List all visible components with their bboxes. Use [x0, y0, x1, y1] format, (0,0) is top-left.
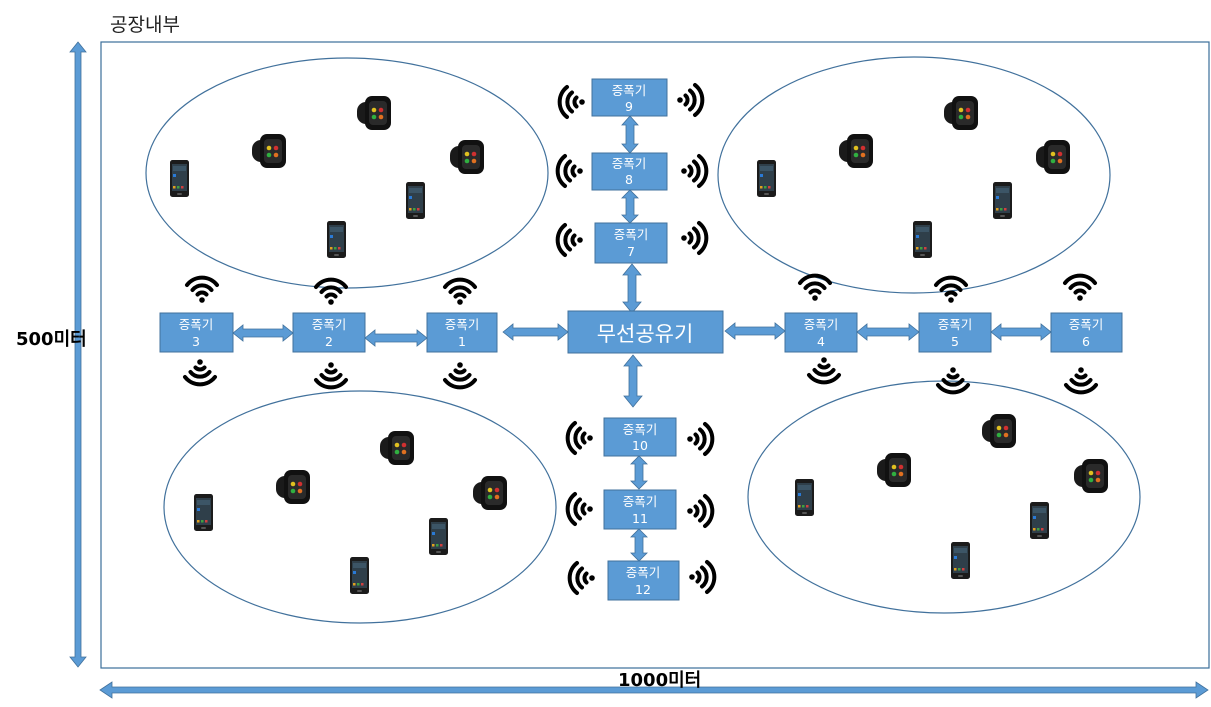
wifi-signal-icon	[183, 357, 217, 387]
wifi-signal-icon	[934, 275, 968, 305]
repeater-title: 증폭기	[1069, 317, 1104, 332]
smartwatch-icon	[252, 134, 286, 168]
wifi-signal-icon	[679, 221, 709, 255]
smartphone-icon	[327, 221, 346, 258]
repeater-number: 3	[192, 334, 200, 349]
repeater-title: 증폭기	[804, 317, 839, 332]
wifi-signal-icon	[1063, 273, 1097, 303]
wireless-router-label: 무선공유기	[597, 322, 694, 346]
repeater-number: 4	[817, 334, 825, 349]
link-arrows	[232, 115, 1052, 562]
smartwatch-icon	[944, 96, 978, 130]
repeater-title: 증폭기	[445, 317, 480, 332]
zone-top-left	[145, 57, 549, 289]
smartwatch-icon	[1036, 140, 1070, 174]
factory-boundary	[100, 41, 1210, 669]
smartphone-icon	[757, 160, 776, 197]
wifi-signal-icon	[555, 223, 585, 257]
repeater-number: 11	[632, 511, 648, 526]
wifi-signal-icon	[555, 154, 585, 188]
wifi-signal-icon	[936, 365, 970, 395]
smartphone-icon	[194, 494, 213, 531]
wifi-signal-icon	[565, 492, 595, 526]
smartphone-icon	[350, 557, 369, 594]
repeater-number: 8	[625, 172, 633, 187]
width-dimension-arrow	[99, 681, 1209, 699]
smartwatch-icon	[839, 134, 873, 168]
repeater-title: 증폭기	[612, 83, 647, 98]
repeater-number: 5	[951, 334, 959, 349]
repeater-7: 증폭기 7	[594, 222, 668, 264]
repeater-number: 6	[1082, 334, 1090, 349]
wifi-signal-icon	[685, 494, 715, 528]
smartwatch-icon	[473, 476, 507, 510]
smartwatch-icon	[450, 140, 484, 174]
smartphone-icon	[429, 518, 448, 555]
repeater-10: 증폭기 10	[603, 417, 677, 457]
wifi-signal-icon	[685, 422, 715, 456]
smartphone-icon	[406, 182, 425, 219]
wifi-signal-icon	[185, 275, 219, 305]
repeater-12: 증폭기 12	[607, 560, 680, 601]
repeater-4: 증폭기 4	[784, 312, 858, 353]
smartwatch-icon	[982, 414, 1016, 448]
smartwatch-icon	[877, 453, 911, 487]
repeater-title: 증폭기	[179, 317, 214, 332]
smartwatch-icon	[357, 96, 391, 130]
wifi-signal-icon	[679, 154, 709, 188]
wifi-signal-icon	[807, 355, 841, 385]
wifi-signal-icon	[443, 360, 477, 390]
repeater-number: 12	[635, 582, 651, 597]
wifi-signal-icon	[687, 560, 717, 594]
repeater-title: 증폭기	[312, 317, 347, 332]
repeater-number: 1	[458, 334, 466, 349]
repeater-11: 증폭기 11	[603, 489, 677, 530]
repeater-1: 증폭기 1	[426, 312, 498, 353]
repeater-title: 증폭기	[623, 494, 658, 509]
repeater-5: 증폭기 5	[918, 312, 992, 353]
repeater-6: 증폭기 6	[1050, 312, 1123, 353]
wifi-signal-icon	[798, 273, 832, 303]
smartphone-icon	[951, 542, 970, 579]
wifi-signal-icon	[443, 277, 477, 307]
smartwatch-icon	[380, 431, 414, 465]
wifi-signal-icon	[314, 277, 348, 307]
repeater-title: 증폭기	[612, 156, 647, 171]
zone-top-right	[717, 56, 1111, 294]
wifi-signal-icon	[557, 85, 587, 119]
smartphone-icon	[913, 221, 932, 258]
zone-bottom-left	[163, 390, 557, 624]
smartphone-icon	[993, 182, 1012, 219]
repeater-title: 증폭기	[626, 565, 661, 580]
repeater-title: 증폭기	[623, 422, 658, 437]
repeater-number: 9	[625, 99, 633, 114]
wifi-signal-icon	[314, 360, 348, 390]
repeater-9: 증폭기 9	[591, 78, 668, 117]
wifi-signal-icon	[675, 83, 705, 117]
repeater-3: 증폭기 3	[159, 312, 234, 353]
repeater-number: 10	[632, 438, 648, 453]
smartphone-icon	[1030, 502, 1049, 539]
height-label: 500미터	[16, 329, 87, 350]
height-dimension-arrow	[69, 41, 87, 668]
repeater-title: 증폭기	[938, 317, 973, 332]
smartwatch-icon	[276, 470, 310, 504]
width-label: 1000미터	[618, 670, 701, 691]
repeater-number: 7	[627, 244, 635, 259]
factory-label: 공장내부	[110, 14, 180, 36]
repeater-2: 증폭기 2	[292, 312, 366, 353]
repeater-number: 2	[325, 334, 333, 349]
smartphone-icon	[795, 479, 814, 516]
wireless-router-box	[567, 310, 724, 354]
wifi-signal-icon	[567, 561, 597, 595]
smartphone-icon	[170, 160, 189, 197]
repeater-title: 증폭기	[614, 227, 649, 242]
wifi-signal-icon	[565, 421, 595, 455]
smartwatch-icon	[1074, 459, 1108, 493]
repeater-8: 증폭기 8	[591, 152, 668, 191]
wifi-signal-icon	[1064, 365, 1098, 395]
